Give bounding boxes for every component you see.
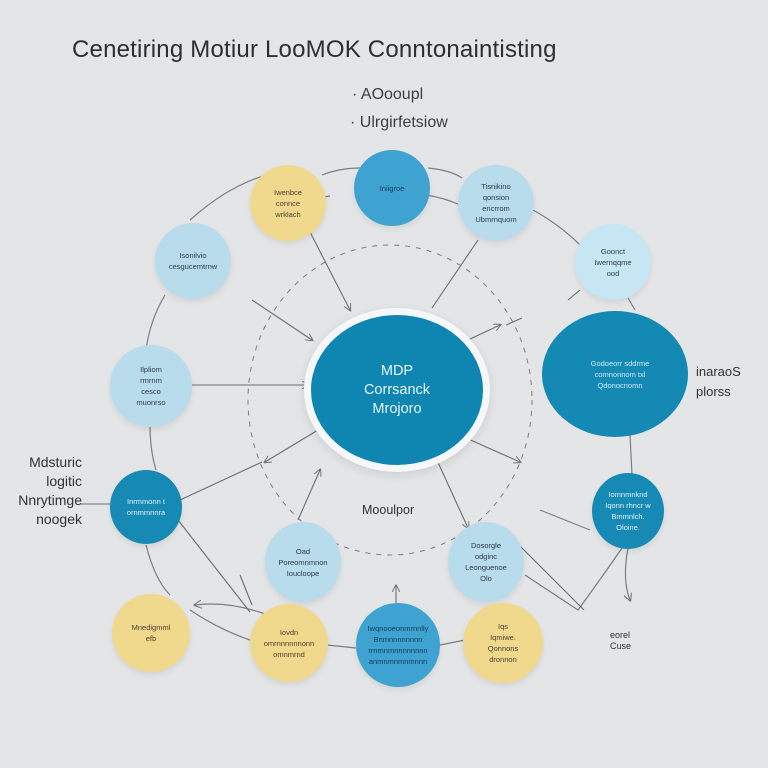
node-lower-right-light[interactable]: Dosorgle odginc Leonguenoe Olo <box>448 522 524 602</box>
outer-ring-arc <box>149 424 157 471</box>
drop-node-label: Godoeorr sddrme comnonnom txl Qdonocnomn <box>590 358 650 390</box>
node-bottom-yellow-2[interactable]: Iovdn omrnnnnnnonn omnmrnd <box>250 604 328 682</box>
spoke <box>505 317 523 326</box>
node-top-yellow[interactable]: Iwenbce connce wrklach <box>250 165 326 241</box>
outer-ring-arc <box>326 644 357 649</box>
outer-ring-arc <box>629 434 633 476</box>
spoke <box>431 239 479 309</box>
outer-ring-arc <box>532 209 581 246</box>
outer-ring-arc <box>189 609 251 641</box>
spoke <box>297 470 320 521</box>
outer-ring-arc <box>524 547 623 611</box>
node-bottom-blue[interactable]: Iwqnooeonmrnnlly Bnmnnnnnnnn rrnmnmnnnnn… <box>356 603 440 687</box>
node-right-dark[interactable]: Iomnmnknd Iqonn rhncr w Bmmnlch. Oloine. <box>592 473 664 549</box>
spoke <box>309 231 350 310</box>
node-bottom-right-yellow[interactable]: Iqs Iqmiwe. Qonnons dronnon <box>463 603 543 683</box>
spoke <box>251 299 312 340</box>
middle-label: Mooulpor <box>362 503 415 517</box>
outer-ring-arc <box>625 547 630 600</box>
spoke <box>239 574 253 606</box>
spoke <box>519 545 585 611</box>
outer-ring-arc <box>627 297 636 311</box>
outer-ring-arc <box>539 509 591 531</box>
node-left-dark[interactable]: Inrmmonn t ornmmnnra <box>110 470 182 544</box>
diagram-title: Cenetiring Motiur LooMOK Conntonaintisti… <box>72 36 557 63</box>
spoke <box>465 437 520 462</box>
spoke <box>567 289 581 301</box>
outer-ring-arc <box>145 544 171 596</box>
outer-ring-arc <box>427 167 463 179</box>
spoke <box>435 457 468 528</box>
left-side-label: Mdsturic logitic Nnrytimge noogek <box>18 454 82 527</box>
subtitle-1: · AOooupl <box>352 86 424 103</box>
spoke <box>179 461 263 501</box>
node-top-right-light[interactable]: Tisnikino qonsion encrrom Ubmrnquom <box>458 165 534 241</box>
inner-dashed-ring <box>247 244 533 556</box>
spoke <box>467 325 500 341</box>
center-node[interactable]: MDP Corrsanck Mrojoro <box>304 308 490 472</box>
spoke <box>177 519 251 613</box>
drop-node[interactable]: Godoeorr sddrme comnonnom txl Qdonocnomn <box>542 311 688 437</box>
node-lower-left-light[interactable]: Oad Poreomnmnon Ioucloope <box>265 522 341 602</box>
outer-ring-arc <box>425 194 461 206</box>
center-node-label: MDP Corrsanck Mrojoro <box>363 362 431 417</box>
node-bottom-left-yellow[interactable]: Mnedigmml efb <box>112 594 190 672</box>
right-side-label: inaraoS plorss <box>696 364 741 399</box>
node-left-light[interactable]: Ilpliom rmrnm cesco muonrso <box>110 345 192 427</box>
node-top-blue[interactable]: Iniigroe <box>354 150 430 226</box>
outer-ring-arc <box>145 294 166 351</box>
outer-ring-arc <box>321 167 361 176</box>
bottom-right-label: eorel Cuse <box>610 630 632 651</box>
node-right-pale[interactable]: Goonct Iwernqqme ood <box>575 224 651 300</box>
subtitle-2: · Ulrgirfetsiow <box>350 114 448 131</box>
spoke <box>265 429 319 462</box>
node-upper-left-light[interactable]: Isonilvio cesgucemtrnw <box>155 223 231 299</box>
outer-ring-arc <box>439 639 466 646</box>
